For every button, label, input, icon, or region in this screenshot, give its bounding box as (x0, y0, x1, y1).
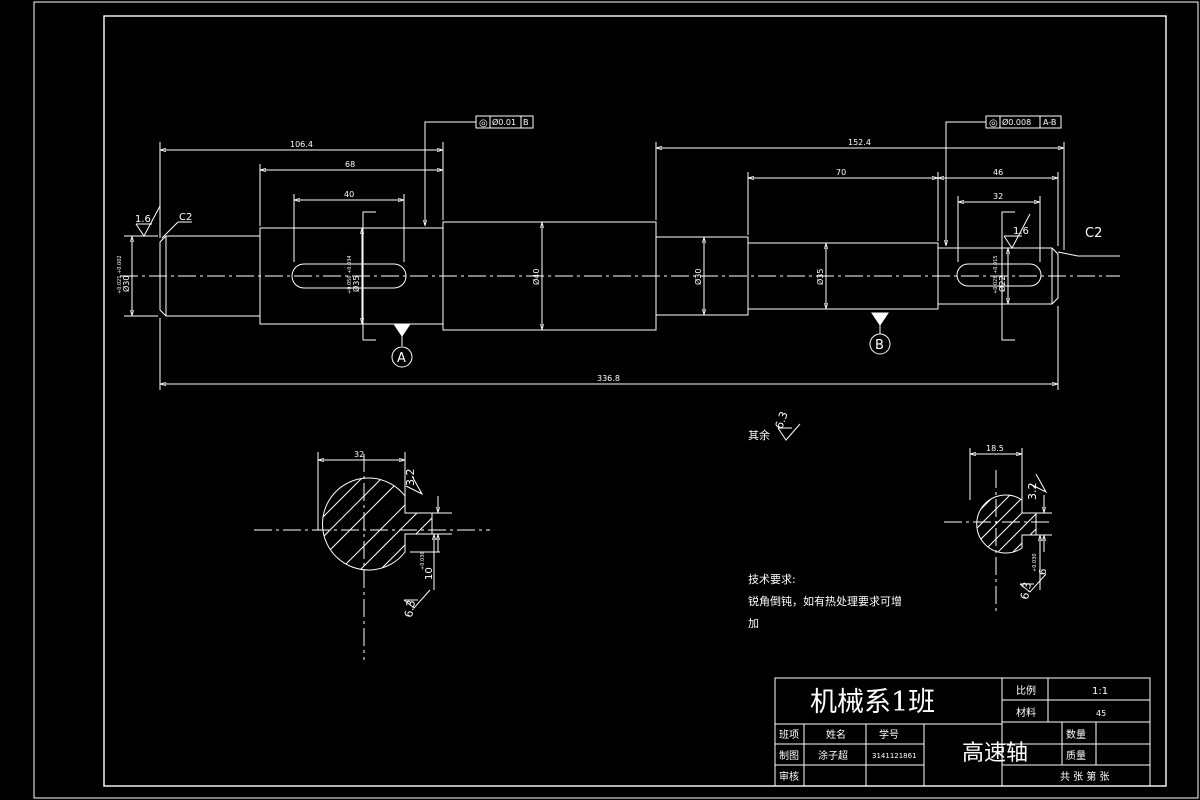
material-value: 45 (1096, 709, 1106, 718)
quantity-label: 数量 (1066, 728, 1086, 741)
section-2-outline (976, 494, 1037, 554)
svg-text:B: B (523, 118, 529, 127)
dia-left-end-tol: +0.021 +0.002 (117, 255, 123, 294)
tech-req-line1: 锐角倒钝，如有热处理要求可增 (748, 594, 902, 608)
dim-46: 46 (993, 168, 1003, 177)
dia-right-end: Ø22 (997, 276, 1007, 292)
dia-35: Ø35 (815, 269, 825, 285)
svg-text:1.6: 1.6 (1013, 226, 1029, 237)
number-label: 学号 (879, 728, 899, 741)
section-view-2: 18.5 6 +0.030 3.2 6.3 (944, 444, 1052, 612)
drawn-number: 3141121861 (872, 752, 917, 760)
name-label: 姓名 (826, 728, 846, 741)
dim-336-8: 336.8 (597, 374, 620, 383)
svg-text:其余: 其余 (748, 428, 770, 442)
svg-text:Ø0.01: Ø0.01 (492, 117, 516, 127)
main-dimensions: 106.4 68 40 152.4 70 46 32 336.8 (117, 138, 1065, 390)
sec1-depth: 10 (424, 567, 435, 580)
check-label: 审核 (779, 770, 799, 783)
dim-40: 40 (344, 190, 354, 199)
dia-40: Ø40 (531, 269, 541, 285)
roughness-others-note: 其余 6.3 (748, 410, 801, 442)
dim-32: 32 (993, 192, 1003, 201)
dia-right-end-tol: +0.028 +0.015 (993, 255, 999, 294)
datum-a: A (391, 323, 413, 368)
tolerance-frame-right: ◎ Ø0.008 A-B (946, 115, 1062, 246)
svg-text:◎: ◎ (479, 118, 488, 129)
dia-first-step: Ø35 (351, 276, 361, 292)
keyway-left (291, 263, 407, 289)
drawn-name: 涂子超 (818, 749, 848, 762)
dim-68: 68 (345, 160, 355, 169)
shaft-main-view (120, 211, 1120, 341)
dia-left-end: Ø30 (121, 276, 131, 292)
sec2-width: 18.5 (986, 444, 1004, 453)
sec1-rough-top: 3.2 (404, 469, 417, 487)
department: 机械系1班 (810, 687, 935, 718)
scale-value: 1:1 (1092, 686, 1108, 697)
sec2-depth-tol: +0.030 (1032, 553, 1038, 572)
dia-30: Ø30 (693, 269, 703, 285)
datum-b: B (869, 312, 891, 355)
weight-label: 质量 (1066, 750, 1086, 762)
material-label: 材料 (1016, 706, 1036, 719)
svg-text:C2: C2 (1085, 226, 1102, 241)
section-1-outline (322, 477, 433, 571)
title-block: 机械系1班 比例 1:1 材料 45 班项 姓名 学号 制图 涂子超 31411… (774, 677, 1151, 787)
tolerance-frame-left: ◎ Ø0.01 B (425, 115, 534, 226)
drawn-label: 制图 (779, 749, 799, 762)
keyway-right (956, 263, 1042, 287)
roughness-right-end: 1.6 (1003, 213, 1031, 249)
svg-text:1.6: 1.6 (135, 214, 151, 225)
sec2-rough-top: 3.2 (1026, 483, 1039, 501)
svg-text:A-B: A-B (1043, 118, 1056, 127)
tech-req-line2: 加 (748, 617, 759, 630)
svg-text:6.3: 6.3 (773, 410, 791, 431)
chamfer-left: C2 (161, 212, 192, 239)
sec1-rough-bottom: 6.3 (402, 599, 418, 618)
sec2-depth: 6 (1038, 569, 1049, 575)
sec2-rough-bottom: 6.3 (1018, 581, 1034, 600)
svg-text:Ø0.008: Ø0.008 (1002, 117, 1031, 127)
chamfer-right: C2 (1057, 226, 1120, 257)
tech-req-title: 技术要求: (748, 573, 796, 586)
svg-text:◎: ◎ (989, 118, 998, 129)
scale-label: 比例 (1016, 684, 1036, 697)
roughness-left-end: 1.6 (135, 205, 161, 237)
inner-frame (103, 15, 1167, 787)
sec1-depth-tol: +0.036 (420, 551, 426, 570)
svg-text:B: B (875, 338, 884, 353)
technical-requirements: 技术要求: 锐角倒钝，如有热处理要求可增 加 (748, 573, 902, 630)
sec1-width: 32 (354, 450, 364, 459)
svg-text:C2: C2 (179, 212, 192, 223)
part-name: 高速轴 (962, 741, 1028, 766)
outer-frame (33, 1, 1199, 799)
dim-106-4: 106.4 (290, 140, 313, 149)
section-view-1: 32 10 +0.036 3.2 6.3 (254, 450, 490, 660)
dim-70: 70 (836, 168, 846, 177)
svg-text:A: A (397, 351, 406, 366)
sheets-label: 共 张 第 张 (1060, 770, 1110, 783)
dia-first-step-tol: +0.050 +0.034 (347, 255, 353, 294)
dim-152-4: 152.4 (848, 138, 871, 147)
class-label: 班项 (779, 729, 799, 741)
